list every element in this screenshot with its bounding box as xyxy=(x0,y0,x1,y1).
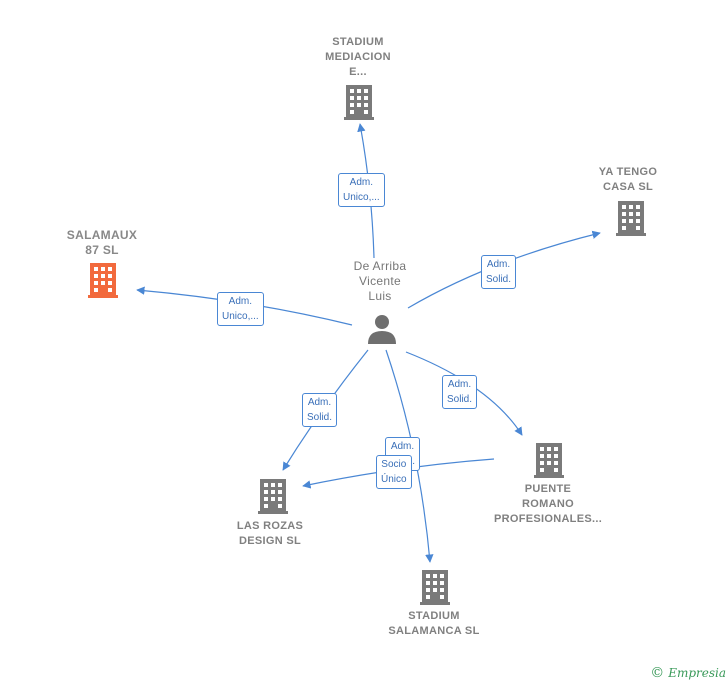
copyright-icon: © xyxy=(650,665,665,681)
node-label-puente-romano: PUENTE ROMANO PROFESIONALES... xyxy=(493,483,603,525)
node-label-salamaux: SALAMAUX 87 SL xyxy=(66,228,138,257)
building-icon[interactable] xyxy=(344,84,374,120)
edge-label-ya-tengo: Adm. Solid. xyxy=(481,255,517,289)
person-icon[interactable] xyxy=(367,314,397,344)
edge-label-puente: Adm. Solid. xyxy=(442,375,478,409)
edge-label-las-rozas: Adm. Solid. xyxy=(302,393,338,427)
node-label-stadium-salamanca: STADIUM SALAMANCA SL xyxy=(388,610,480,637)
edge-label-mediacion: Adm. Unico,... xyxy=(338,173,385,207)
edge-label-socio: Socio Único xyxy=(376,455,412,489)
edge-label-salamaux: Adm. Unico,... xyxy=(217,292,264,326)
building-icon[interactable] xyxy=(616,200,646,236)
node-label-las-rozas: LAS ROZAS DESIGN SL xyxy=(236,520,304,547)
building-icon[interactable] xyxy=(534,442,564,478)
brand-name: Empresia xyxy=(668,666,726,680)
building-icon[interactable] xyxy=(420,569,450,605)
node-label-ya-tengo-casa: YA TENGO CASA SL xyxy=(598,166,658,193)
building-icon-main[interactable] xyxy=(88,262,118,298)
node-label-stadium-mediacion: STADIUM MEDIACION E... xyxy=(325,36,391,78)
empresia-watermark: ©Empresia xyxy=(650,665,726,681)
node-label-person: De Arriba Vicente Luis xyxy=(353,259,407,303)
building-icon[interactable] xyxy=(258,478,288,514)
